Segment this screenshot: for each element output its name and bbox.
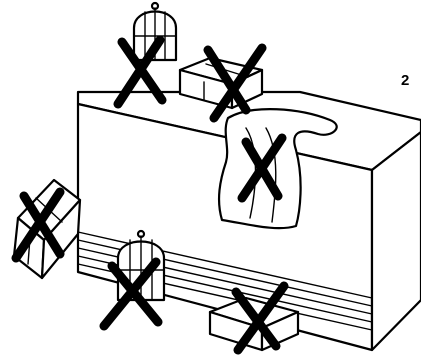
page-number: 2 <box>401 72 409 89</box>
